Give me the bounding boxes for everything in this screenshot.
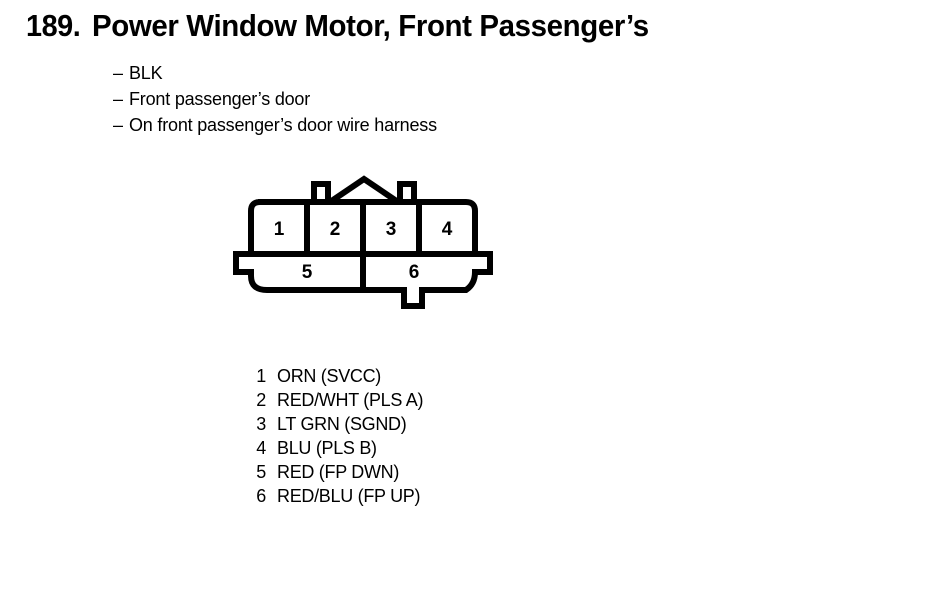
description-item-label: Front passenger’s door — [129, 89, 311, 109]
connector-cell-6: 6 — [409, 262, 420, 283]
description-item-label: BLK — [129, 63, 163, 83]
connector-cell-4: 4 — [442, 219, 453, 240]
description-list: – BLK – Front passenger’s door – On fron… — [113, 60, 713, 138]
pin-legend-row: 6 RED/BLU (FP UP) — [248, 486, 423, 510]
page-title: 189. Power Window Motor, Front Passenger… — [26, 8, 906, 44]
pin-legend-row: 5 RED (FP DWN) — [248, 462, 423, 486]
pin-number: 4 — [256, 438, 266, 458]
description-item: – BLK — [113, 60, 713, 86]
pin-number: 3 — [256, 414, 266, 434]
pin-label: RED/BLU (FP UP) — [277, 486, 421, 506]
center-peak — [328, 175, 400, 205]
pin-label: BLU (PLS B) — [277, 438, 377, 458]
connector-diagram: 1 2 3 4 5 6 — [222, 172, 512, 340]
connector-cell-1: 1 — [274, 219, 285, 240]
pin-label: LT GRN (SGND) — [277, 414, 407, 434]
pin-legend: 1 ORN (SVCC) 2 RED/WHT (PLS A) 3 LT GRN … — [248, 366, 423, 510]
pin-label: RED/WHT (PLS A) — [277, 390, 424, 410]
pin-number: 5 — [256, 462, 266, 482]
pin-legend-row: 2 RED/WHT (PLS A) — [248, 390, 423, 414]
connector-cell-3: 3 — [386, 219, 397, 240]
description-item-label: On front passenger’s door wire harness — [129, 115, 437, 135]
dash-bullet: – — [113, 115, 123, 135]
dash-bullet: – — [113, 63, 123, 83]
pin-label: RED (FP DWN) — [277, 462, 400, 482]
connector-cell-5: 5 — [302, 262, 313, 283]
pin-label: ORN (SVCC) — [277, 366, 381, 386]
latch-tab-left — [311, 181, 331, 202]
description-item: – On front passenger’s door wire harness — [113, 112, 713, 138]
entry-title: Power Window Motor, Front Passenger’s — [92, 8, 650, 43]
pin-number: 2 — [256, 390, 266, 410]
description-item: – Front passenger’s door — [113, 86, 713, 112]
pin-legend-row: 4 BLU (PLS B) — [248, 438, 423, 462]
entry-number: 189. — [26, 8, 81, 43]
pin-legend-row: 1 ORN (SVCC) — [248, 366, 423, 390]
connector-body-outline — [233, 199, 493, 309]
pin-number: 6 — [256, 486, 266, 506]
dash-bullet: – — [113, 89, 123, 109]
connector-cell-2: 2 — [330, 219, 341, 240]
pin-number: 1 — [256, 366, 266, 386]
latch-tab-right — [397, 181, 417, 202]
pin-legend-row: 3 LT GRN (SGND) — [248, 414, 423, 438]
